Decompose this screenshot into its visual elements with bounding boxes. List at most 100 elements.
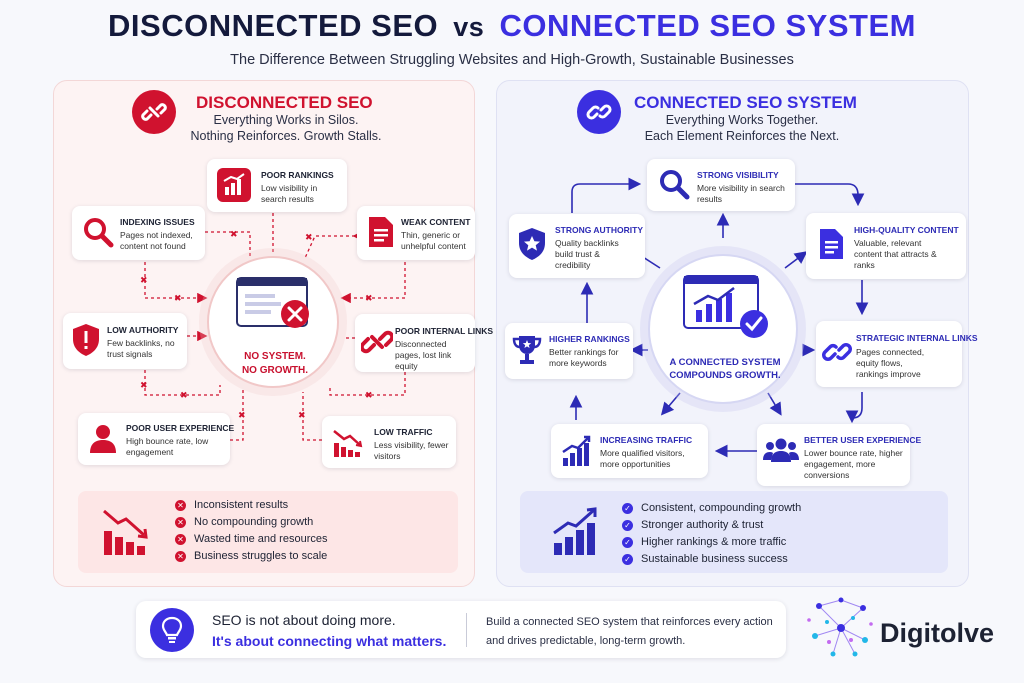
node-desc: Quality backlinks build trust & credibil… (555, 238, 619, 270)
node-title: HIGH-QUALITY CONTENT (854, 225, 959, 235)
shield-warning-icon (73, 324, 99, 356)
summary-text: Sustainable business success (641, 553, 788, 565)
summary-item: ✓ Higher rankings & more traffic (622, 536, 786, 548)
node-title: STRONG AUTHORITY (555, 225, 643, 235)
node-poor-rankings: POOR RANKINGS Low visibility in search r… (207, 159, 347, 212)
summary-item: ✓Consistent, compounding growth (622, 502, 801, 514)
magnifier-icon (84, 218, 114, 248)
summary-text: Consistent, compounding growth (641, 502, 802, 514)
node-desc: More visibility in search results (697, 183, 785, 204)
shield-star-icon (519, 228, 545, 260)
center-line-1: A CONNECTED SYSTEM (669, 357, 781, 368)
node-title: POOR INTERNAL LINKS (395, 326, 494, 336)
broken-browser-icon (236, 277, 309, 328)
node-title: INCREASING TRAFFIC (600, 435, 693, 445)
node-desc: Lower bounce rate, higher engagement, mo… (804, 448, 903, 480)
left-subtitle-line-2: Nothing Reinforces. Growth Stalls. (190, 129, 382, 143)
footer-line-1: SEO is not about doing more. (212, 612, 396, 628)
node-desc: Thin, generic or unhelpful content (401, 230, 466, 251)
node-strong-authority: STRONG AUTHORITY Quality backlinks build… (509, 214, 645, 278)
node-desc: High bounce rate, low engagement (126, 436, 209, 457)
node-title: STRATEGIC INTERNAL LINKS (856, 333, 978, 343)
brand-name: Digitolve (880, 618, 995, 648)
center-line-2: COMPOUNDS GROWTH. (669, 370, 781, 381)
right-subtitle-line-2: Each Element Reinforces the Next. (644, 129, 840, 143)
right-center-text: A CONNECTED SYSTEM COMPOUNDS GROWTH. (640, 356, 810, 382)
node-desc: More qualified visitors, more opportunit… (600, 448, 685, 469)
trophy-icon (512, 336, 542, 364)
check-icon: ✓ (622, 536, 633, 548)
node-desc: Better rankings for more keywords (549, 347, 619, 368)
x-icon: ✕ (175, 516, 186, 528)
summary-item: ✕ Wasted time and resources (175, 533, 327, 545)
node-desc: Pages connected, equity flows, rankings … (856, 347, 925, 379)
center-line-1: NO SYSTEM. (244, 351, 306, 362)
summary-item: ✓ Stronger authority & trust (622, 519, 763, 531)
x-icon: ✕ (175, 550, 186, 562)
left-panel-title: DISCONNECTED SEO (196, 93, 373, 112)
node-low-authority: LOW AUTHORITY Few backlinks, no trust si… (63, 313, 187, 369)
left-summary-box: ✕ Inconsistent results ✕ No compounding gr… (78, 491, 458, 573)
title-disconnected: DISCONNECTED SEO (108, 8, 439, 43)
broken-link-icon (132, 90, 176, 134)
rising-bars-icon (553, 507, 597, 555)
disconnected-center: NO SYSTEM. NO GROWTH. (207, 256, 339, 388)
right-subtitle-line-1: Everything Works Together. (665, 113, 819, 127)
node-title: BETTER USER EXPERIENCE (804, 435, 922, 445)
node-desc: Pages not indexed, content not found (120, 230, 193, 251)
node-poor-internal-links: POOR INTERNAL LINKS Disconnected pages, … (355, 314, 493, 372)
right-panel-title: CONNECTED SEO SYSTEM (634, 93, 857, 112)
magnifier-icon (660, 170, 690, 200)
node-desc: Disconnected pages, lost link equity (395, 339, 452, 371)
x-icon: ✕ (175, 499, 186, 511)
chain-link-icon (822, 343, 852, 361)
right-panel-subtitle: Everything Works Together. Each Element … (622, 112, 862, 144)
document-icon (820, 229, 843, 259)
document-icon (369, 217, 393, 247)
x-icon: ✕ (175, 533, 186, 545)
center-line-2: NO GROWTH. (241, 365, 309, 376)
left-center-text: NO SYSTEM. NO GROWTH. (209, 350, 341, 378)
summary-text: Higher rankings & more traffic (641, 536, 787, 548)
declining-bars-icon (103, 509, 148, 555)
node-title: INDEXING ISSUES (120, 217, 195, 227)
node-title: POOR USER EXPERIENCE (126, 423, 235, 433)
growth-browser-icon (683, 275, 768, 338)
summary-item: ✕ Inconsistent results (175, 499, 288, 511)
broken-chain-icon (361, 330, 393, 354)
user-icon (90, 425, 116, 453)
node-title: STRONG VISIBILITY (697, 170, 779, 180)
check-icon: ✓ (622, 553, 633, 565)
node-title: POOR RANKINGS (261, 170, 334, 180)
summary-item: ✓ Sustainable business success (622, 553, 788, 565)
node-weak-content: WEAK CONTENT Thin, generic or unhelpful … (357, 206, 475, 260)
summary-item: ✕ No compounding growth (175, 516, 313, 528)
users-group-icon (763, 438, 799, 462)
summary-text: Wasted time and resources (194, 533, 328, 545)
summary-item: ✕ Business struggles to scale (175, 550, 327, 562)
node-desc: Low visibility in search results (261, 183, 318, 204)
growth-chart-icon (562, 435, 591, 466)
summary-text: No compounding growth (194, 516, 314, 528)
summary-text: Stronger authority & trust (641, 519, 764, 531)
node-strong-visibility: STRONG VISIBILITY More visibility in sea… (647, 159, 795, 211)
footer-divider (466, 613, 467, 647)
node-desc: Less visibility, fewer visitors (374, 440, 449, 461)
node-title: LOW TRAFFIC (374, 427, 433, 437)
node-better-user-experience: BETTER USER EXPERIENCE Lower bounce rate… (757, 424, 921, 486)
footer-banner: SEO is not about doing more. It's about … (136, 601, 786, 658)
right-summary-box: ✓Consistent, compounding growth ✓Stronge… (520, 491, 948, 573)
link-icon (577, 90, 621, 134)
node-desc: Valuable, relevant content that attracts… (854, 238, 937, 270)
check-icon: ✓ (622, 519, 633, 531)
traffic-drop-icon (333, 430, 363, 457)
page-title: DISCONNECTED SEO vs CONNECTED SEO SYSTEM (0, 8, 1024, 44)
summary-text: Business struggles to scale (194, 550, 328, 562)
node-poor-user-experience: POOR USER EXPERIENCE High bounce rate, l… (78, 413, 234, 465)
node-title: HIGHER RANKINGS (549, 334, 630, 344)
summary-text: Inconsistent results (194, 499, 289, 511)
node-title: LOW AUTHORITY (107, 325, 179, 335)
node-indexing-issues: INDEXING ISSUES Pages not indexed, conte… (72, 206, 205, 260)
left-subtitle-line-1: Everything Works in Silos. (213, 113, 359, 127)
node-title: WEAK CONTENT (401, 217, 471, 227)
